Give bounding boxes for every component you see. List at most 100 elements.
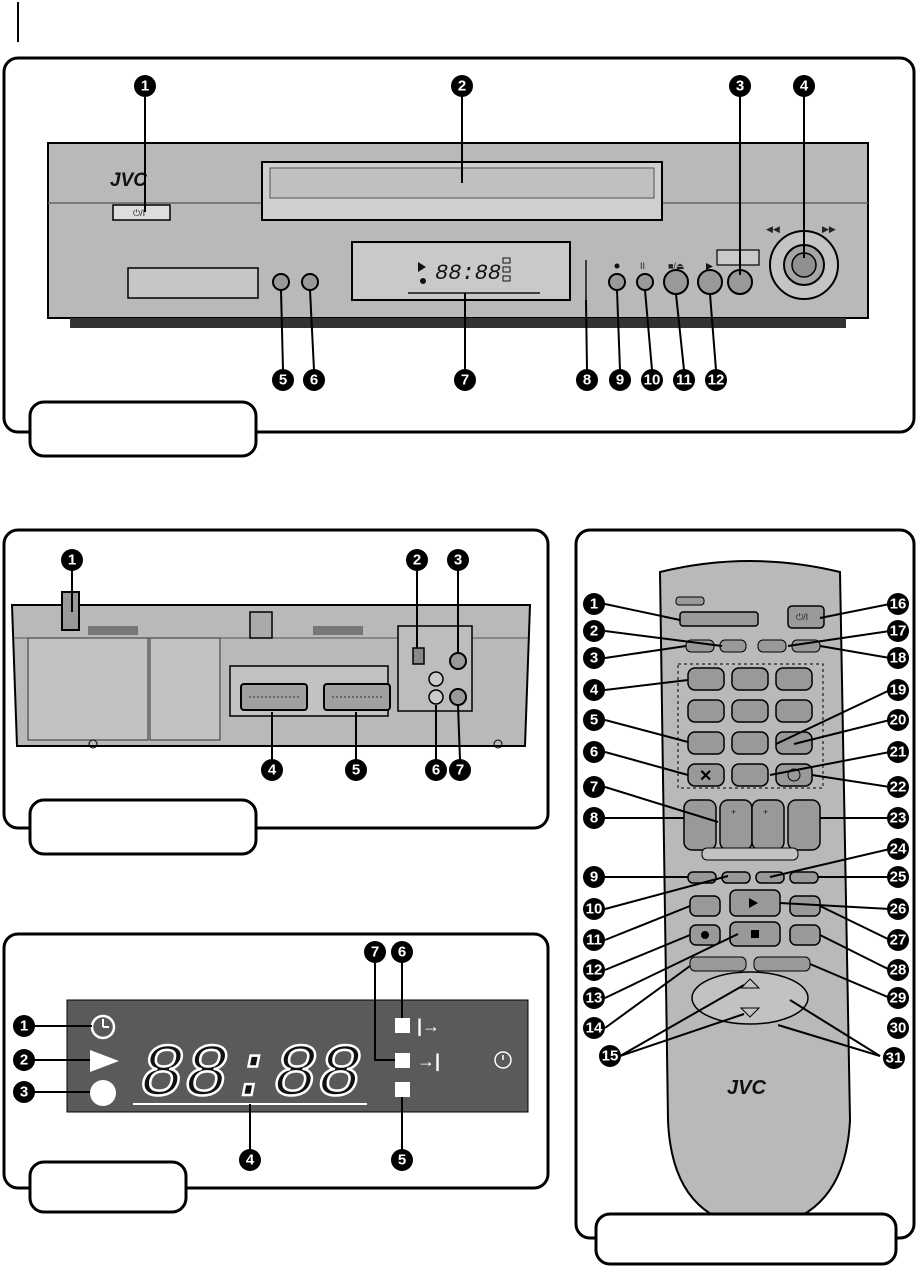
display-leader-lines: [34, 962, 403, 1150]
display-panel-section: 88:88 |→ →| 1 2 3 4 5 6 7: [2, 932, 550, 1214]
remote-callout-8: [583, 807, 605, 829]
remote-function-row[interactable]: [687, 871, 819, 884]
remote-callout-23: [887, 807, 909, 829]
stop-eject-symbol-icon: ■/⏏: [668, 261, 684, 271]
remote-rockers[interactable]: [683, 799, 821, 851]
remote-power-icon: ⏻/I: [796, 612, 808, 622]
remote-keypad[interactable]: [687, 667, 813, 787]
remote-callout-16: [887, 593, 909, 615]
rear-callout-4: [261, 759, 283, 781]
svg-text:7: 7: [456, 762, 464, 779]
display-callouts: 1 2 3 4 5 6 7: [13, 941, 413, 1171]
remote-button-30[interactable]: [753, 956, 811, 972]
front-callout-1: [134, 75, 156, 97]
nav-up-icon: [739, 978, 761, 989]
indicator-square-7: [395, 1053, 410, 1068]
front-pause-button[interactable]: [636, 273, 654, 291]
remote-callout-21: [887, 741, 909, 763]
remote-callout-12: [583, 959, 605, 981]
remote-callout-4: [583, 679, 605, 701]
svg-text:18: 18: [890, 650, 907, 667]
record-symbol-icon: [614, 263, 620, 269]
remote-button-17[interactable]: [757, 639, 787, 653]
front-callout-2: [451, 75, 473, 97]
svg-text:9: 9: [616, 372, 624, 389]
front-display-window: [351, 241, 571, 301]
rear-switch-2[interactable]: [412, 647, 425, 665]
audio-jack-bottom: [428, 689, 444, 705]
front-display-play-icon: [418, 262, 426, 272]
svg-text:10: 10: [586, 901, 603, 918]
rear-panel-section: 1 2 3 4 5 6 7: [2, 528, 550, 856]
remote-pause-button[interactable]: [789, 924, 821, 946]
rear-callout-6: [425, 759, 447, 781]
display-callout-3: [13, 1081, 35, 1103]
remote-button-14[interactable]: [689, 956, 747, 972]
svg-text:29: 29: [890, 990, 907, 1007]
rewind-symbol-icon: ◀◀: [766, 224, 780, 234]
svg-text:4: 4: [590, 682, 599, 699]
front-brand-logo: JVC: [110, 170, 147, 191]
remote-callout-6: [583, 741, 605, 763]
front-button-5[interactable]: [272, 273, 290, 291]
svg-text:16: 16: [890, 596, 907, 613]
front-panel-section: JVC ⏻/I 88:88 II ■/⏏: [2, 56, 916, 458]
remote-rewind-button[interactable]: [689, 895, 721, 917]
remote-callout-28: [887, 959, 909, 981]
front-record-button[interactable]: [608, 273, 626, 291]
remote-ff-button[interactable]: [789, 895, 821, 917]
rear-connector-top: [249, 611, 273, 639]
svg-text:31: 31: [886, 1050, 903, 1067]
svg-text:20: 20: [890, 712, 907, 729]
front-callout-6: [303, 369, 325, 391]
remote-callout-18: [887, 647, 909, 669]
display-timer-small-icon: [494, 1051, 512, 1069]
remote-button-2[interactable]: [719, 639, 747, 653]
rear-callouts: 1 2 3 4 5 6 7: [61, 549, 471, 781]
svg-text:11: 11: [586, 932, 602, 949]
front-callout-5: [272, 369, 294, 391]
index-end-icon: →|: [417, 1051, 440, 1071]
indicator-square-6: [395, 1018, 410, 1033]
svg-text:7: 7: [371, 944, 379, 961]
index-start-icon: |→: [417, 1016, 440, 1036]
pause-symbol-icon: II: [640, 261, 645, 271]
front-callout-8: [576, 369, 598, 391]
play-symbol-icon: [706, 263, 713, 270]
remote-button-1[interactable]: [679, 611, 759, 627]
svg-text:7: 7: [461, 372, 469, 389]
remote-callout-27: [887, 929, 909, 951]
svg-text:1: 1: [68, 552, 76, 569]
display-callout-4: [239, 1149, 261, 1171]
rear-callout-7: [449, 759, 471, 781]
rear-vents: [88, 626, 363, 635]
front-section-label-box: [28, 400, 258, 458]
display-digits: 88:88: [140, 1034, 362, 1118]
front-play-button[interactable]: [697, 269, 723, 295]
svg-text:8: 8: [583, 372, 591, 389]
svg-text:2: 2: [20, 1052, 28, 1069]
remote-callouts: 1 2 3 4 5 6 7 8 9 10 11 12 13 14 15 16 1…: [583, 593, 909, 1069]
front-power-button[interactable]: [112, 204, 171, 221]
front-callout-11: [673, 369, 695, 391]
remote-callout-25: [887, 866, 909, 888]
svg-text:19: 19: [890, 682, 907, 699]
front-callout-10: [641, 369, 663, 391]
svg-text:15: 15: [602, 1048, 619, 1065]
front-stop-eject-button[interactable]: [663, 269, 689, 295]
remote-callout-14: [583, 1017, 605, 1039]
svg-text:28: 28: [890, 962, 907, 979]
svg-text:11: 11: [676, 372, 692, 389]
svg-text:21: 21: [890, 744, 907, 761]
svg-text:8: 8: [590, 810, 598, 827]
svg-text:5: 5: [352, 762, 360, 779]
svg-text:14: 14: [586, 1020, 603, 1037]
front-button-6[interactable]: [301, 273, 319, 291]
remote-nav-pad[interactable]: [691, 971, 809, 1025]
front-callout-12: [705, 369, 727, 391]
svg-text:12: 12: [708, 372, 725, 389]
rear-callout-1: [61, 549, 83, 571]
audio-jack-top: [428, 671, 444, 687]
rear-callout-3: [447, 549, 469, 571]
indicator-square-5: [395, 1082, 410, 1097]
